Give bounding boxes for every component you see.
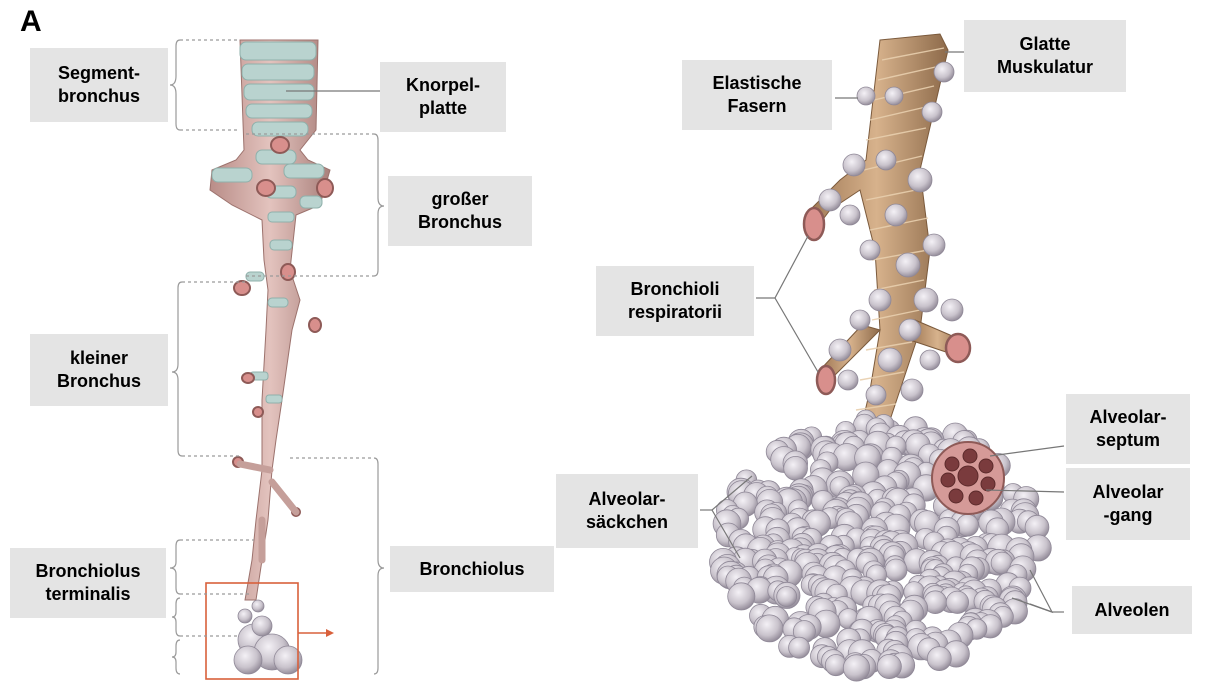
alveolus <box>957 514 979 536</box>
label-alveolargang: Alveolar -gang <box>1066 468 1190 540</box>
alveolus <box>843 655 869 681</box>
alveolus <box>789 637 810 658</box>
label-alveolen: Alveolen <box>1072 586 1192 634</box>
alveolus <box>946 591 968 613</box>
label-segmentbronchus: Segment- bronchus <box>30 48 168 122</box>
label-alveolarseptum: Alveolar- septum <box>1066 394 1190 464</box>
alveolar-duct-cut <box>932 442 1004 514</box>
alveolus <box>885 559 907 581</box>
alveolus <box>877 654 901 678</box>
label-kleiner-bronchus: kleiner Bronchus <box>30 334 168 406</box>
label-glatte-muskulatur: Glatte Muskulatur <box>964 20 1126 92</box>
alveolus <box>728 583 755 610</box>
label-elastische-fasern: Elastische Fasern <box>682 60 832 130</box>
label-bronchiolus-terminalis: Bronchiolus terminalis <box>10 548 166 618</box>
respiratory-tree <box>710 34 1052 681</box>
label-knorpelplatte: Knorpel- platte <box>380 62 506 132</box>
label-alveolarsaeckchen: Alveolar- säckchen <box>556 474 698 548</box>
bronchial-tree <box>206 40 334 679</box>
alveolus <box>777 587 797 607</box>
label-grosser-bronchus: großer Bronchus <box>388 176 532 246</box>
alveolus <box>756 615 783 642</box>
label-bronchioli-respiratorii: Bronchioli respiratorii <box>596 266 754 336</box>
alveolus <box>784 456 808 480</box>
alveolus <box>927 647 951 671</box>
label-bronchiolus: Bronchiolus <box>390 546 554 592</box>
